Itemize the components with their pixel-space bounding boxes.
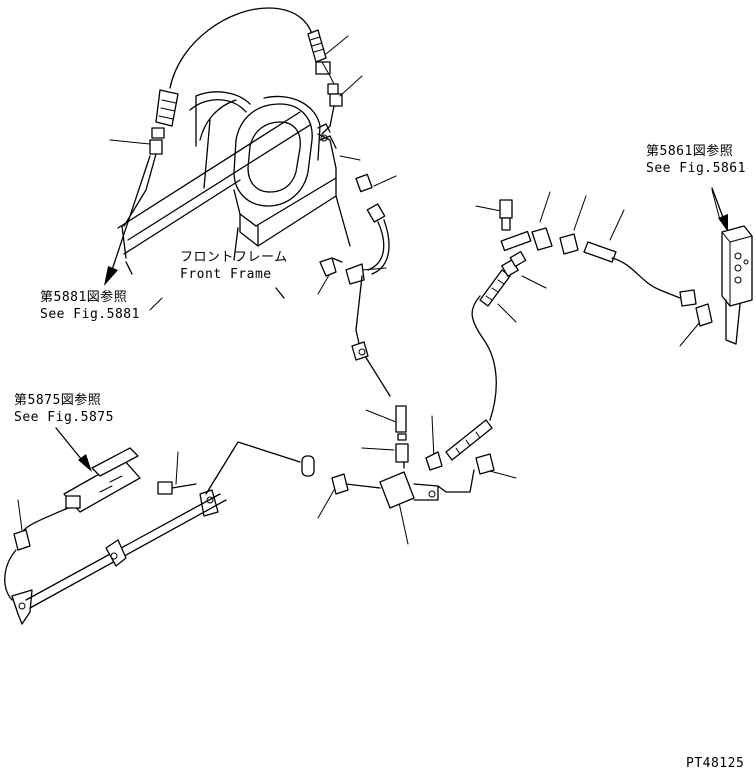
- ref-5861-label-jp: 第5861図参照: [646, 144, 734, 159]
- right-hose: [445, 251, 527, 461]
- valve-block: [721, 225, 753, 345]
- left-hose: [4, 441, 301, 625]
- ref-5861-label-en: See Fig.5861: [646, 161, 746, 176]
- front-frame-label-jp: フロントフレーム: [180, 250, 288, 265]
- ref-5875-label-jp: 第5875図参照: [14, 393, 102, 408]
- center-hose: [301, 173, 495, 509]
- front-frame: [117, 91, 351, 311]
- clamps: [18, 348, 366, 610]
- front-frame-label-en: Front Frame: [180, 267, 272, 282]
- upper-hose: [123, 7, 343, 227]
- drawing-number: PT48125: [686, 756, 745, 771]
- reference-arrows: [55, 155, 728, 472]
- ref-5881-label-jp: 第5881図参照: [40, 290, 128, 305]
- right-fittings: [499, 199, 713, 327]
- ref-5881-label-en: See Fig.5881: [40, 307, 140, 322]
- ref-5875-label-en: See Fig.5875: [14, 410, 114, 425]
